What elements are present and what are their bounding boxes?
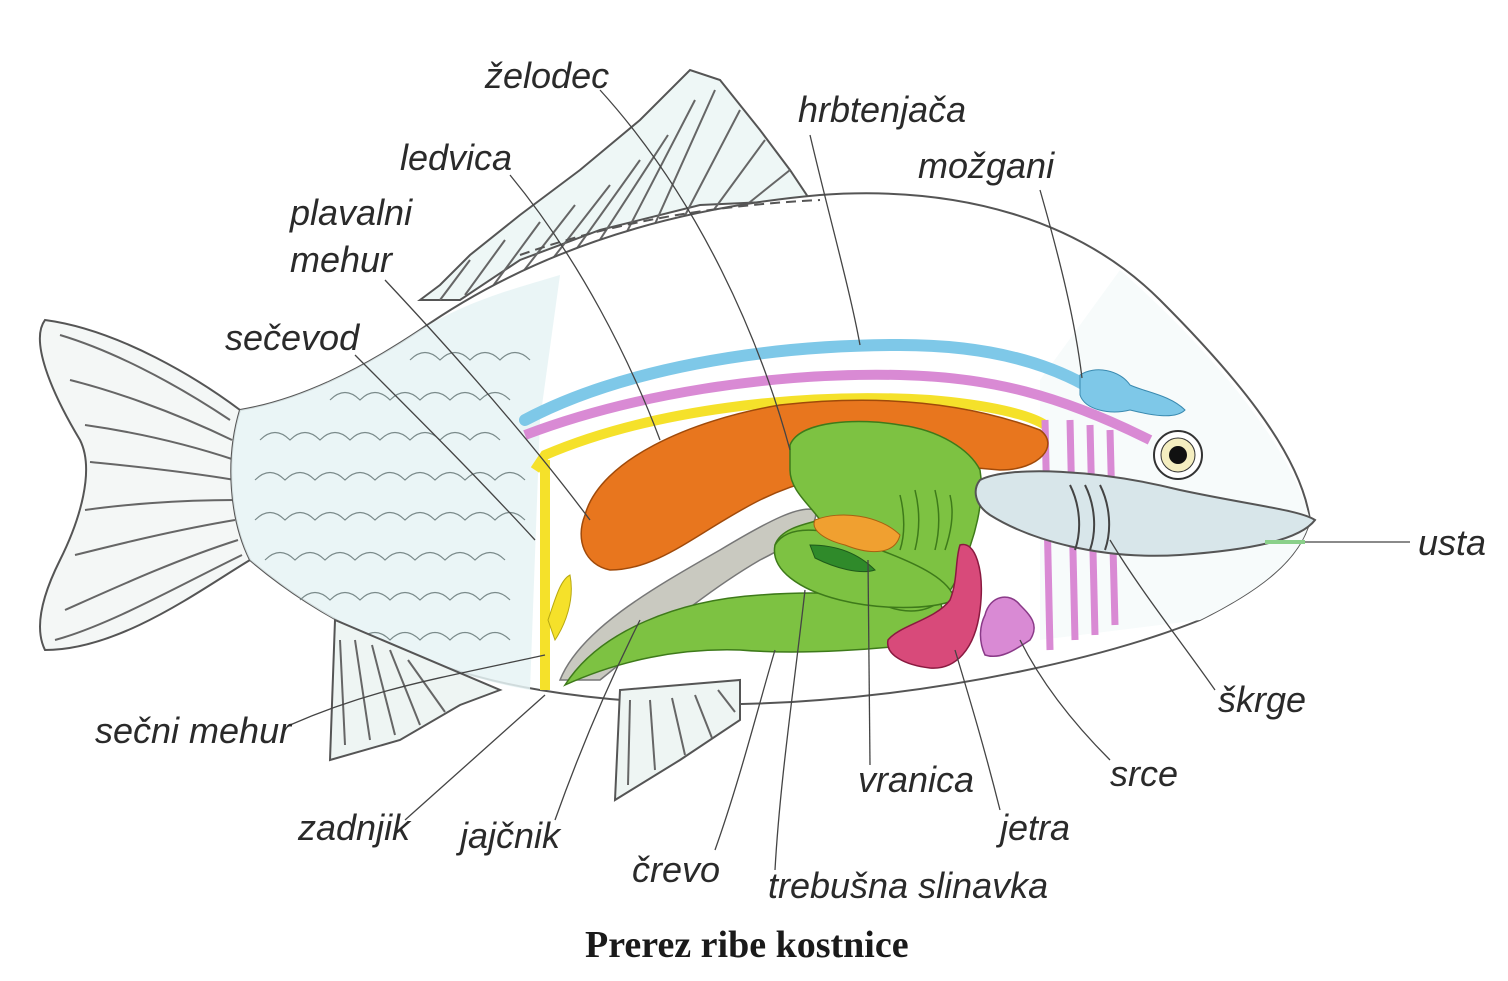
label-hrbtenjaca: hrbtenjača bbox=[798, 89, 966, 130]
label-crevo: črevo bbox=[632, 849, 720, 890]
label-mozgani: možgani bbox=[918, 145, 1055, 186]
label-zelodec: želodec bbox=[484, 55, 609, 96]
label-srce: srce bbox=[1110, 753, 1178, 794]
label-jetra: jetra bbox=[995, 807, 1070, 848]
label-plavalni: plavalni bbox=[289, 192, 413, 233]
label-secevod: sečevod bbox=[225, 317, 360, 358]
label-usta: usta bbox=[1418, 522, 1486, 563]
label-ledvica: ledvica bbox=[400, 137, 512, 178]
label-zadnjik: zadnjik bbox=[297, 807, 412, 848]
pupil bbox=[1169, 446, 1187, 464]
caption: Prerez ribe kostnice bbox=[585, 924, 909, 966]
label-trebusna-slinavka: trebušna slinavka bbox=[768, 865, 1048, 906]
label-jajcnik: jajčnik bbox=[455, 815, 562, 856]
label-mehur: mehur bbox=[290, 239, 394, 280]
label-vranica: vranica bbox=[858, 759, 974, 800]
label-secni-mehur: sečni mehur bbox=[95, 710, 293, 751]
label-skrge: škrge bbox=[1218, 679, 1306, 720]
